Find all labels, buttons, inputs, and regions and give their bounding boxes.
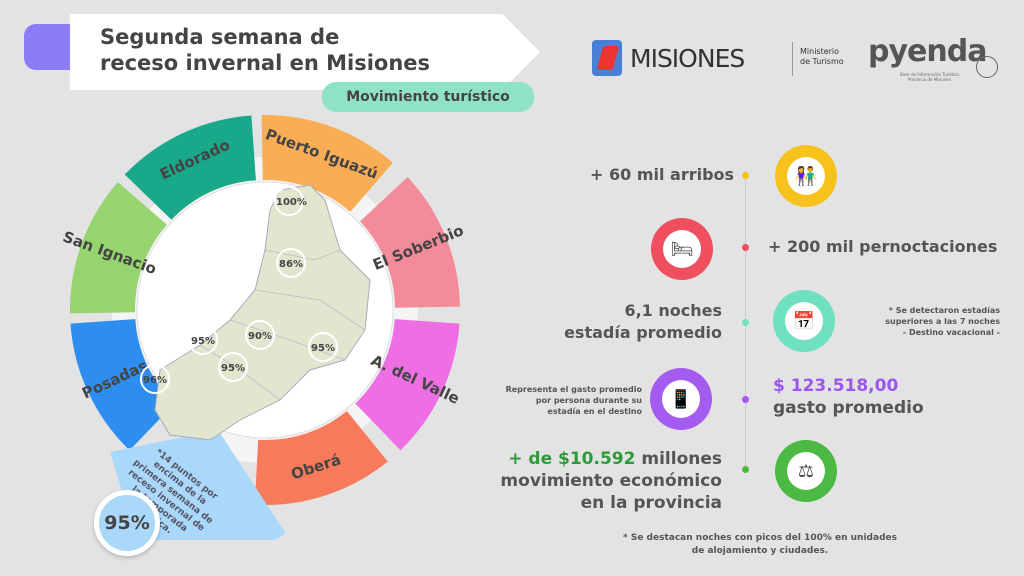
calendar-icon-badge: 📅 xyxy=(773,290,835,352)
movimiento-value: + de $10.592 xyxy=(508,449,636,469)
globe-icon xyxy=(976,56,998,78)
footer-note: * Se destacan noches con picos del 100% … xyxy=(600,532,920,558)
travelers-icon: 👫 xyxy=(787,157,825,195)
wheel-segment xyxy=(261,115,393,212)
timeline-dot xyxy=(742,172,749,179)
pct-san-ignacio: 95% xyxy=(188,325,218,355)
gasto-note-2: por persona durante su xyxy=(535,396,642,405)
gasto-note: Representa el gasto promedio por persona … xyxy=(500,384,642,417)
wheel-segment xyxy=(70,182,167,314)
stat-arribos: + 60 mil arribos xyxy=(590,165,735,184)
pct-posadas: 96% xyxy=(140,364,170,394)
gasto-label: gasto promedio xyxy=(773,398,924,418)
bed-icon: 🛏 xyxy=(663,230,701,268)
pyenda-sub-2: Provincia de Misiones xyxy=(907,77,951,82)
wheel-segment xyxy=(360,177,460,308)
noches-note-3: - Destino vacacional - xyxy=(902,328,1000,337)
bed-icon-badge: 🛏 xyxy=(651,218,713,280)
ministerio-line-2: de Turismo xyxy=(800,57,844,66)
pyenda-logo: pyenda xyxy=(868,34,987,69)
misiones-map xyxy=(154,184,371,441)
map-shape xyxy=(154,184,371,441)
footer-line-1: * Se destacan noches con picos del 100% … xyxy=(623,533,897,543)
logo-divider xyxy=(792,42,793,76)
noches-note-2: superiores a las 7 noches xyxy=(885,317,1000,326)
wallet-icon-badge: 📱 xyxy=(650,368,712,430)
stat-noches: 6,1 noches estadía promedio xyxy=(560,300,722,344)
misiones-logo-icon xyxy=(592,40,622,76)
wheel-segment xyxy=(70,319,175,451)
misiones-logo-text: MISIONES xyxy=(630,44,745,73)
travelers-icon-badge: 👫 xyxy=(775,145,837,207)
map-borders xyxy=(199,249,366,401)
pyenda-sub-1: Base de Información Turística xyxy=(900,72,959,77)
pct-a-del-valle: 90% xyxy=(245,320,275,350)
wallet-icon: 📱 xyxy=(662,380,700,418)
noches-value: 6,1 noches xyxy=(624,301,722,320)
gasto-note-1: Representa el gasto promedio xyxy=(505,385,642,394)
stat-pernoctaciones: + 200 mil pernoctaciones xyxy=(768,237,998,256)
scale-icon: ⚖ xyxy=(787,452,825,490)
movimiento-line-3: en la provincia xyxy=(580,493,722,513)
title-banner xyxy=(70,14,540,90)
movimiento-line-2: movimiento económico xyxy=(500,471,722,491)
movimiento-unit: millones xyxy=(635,449,722,469)
pct-el-soberbio: 95% xyxy=(308,332,338,362)
title-line-1: Segunda semana de xyxy=(100,25,340,49)
calendar-icon: 📅 xyxy=(785,302,823,340)
noches-note: * Se detectaron estadías superiores a las… xyxy=(860,305,1000,338)
wheel-segment xyxy=(124,115,256,220)
noches-label: estadía promedio xyxy=(564,323,722,342)
title-line-2: receso invernal en Misiones xyxy=(100,51,431,75)
pct-puerto-iguazu: 100% xyxy=(274,186,307,216)
gasto-value: $ 123.518,00 xyxy=(773,376,899,396)
overall-occupancy: 95% xyxy=(94,490,160,556)
noches-note-1: * Se detectaron estadías xyxy=(888,306,1000,315)
timeline-dot xyxy=(742,396,749,403)
wheel-segment xyxy=(355,319,460,451)
scale-icon-badge: ⚖ xyxy=(775,440,837,502)
pct-eldorado: 86% xyxy=(276,248,306,278)
stat-movimiento: + de $10.592 millones movimiento económi… xyxy=(480,448,722,514)
timeline-dot xyxy=(742,466,749,473)
timeline-dot xyxy=(742,244,749,251)
timeline-dot xyxy=(742,319,749,326)
footer-line-2: de alojamiento y ciudades. xyxy=(691,546,829,556)
subtitle-badge: Movimiento turístico xyxy=(322,82,534,112)
wheel-segment xyxy=(254,411,388,505)
pct-obera: 95% xyxy=(218,352,248,382)
gasto-note-3: estadía en el destino xyxy=(547,407,642,416)
ministerio-line-1: Ministerio xyxy=(800,47,840,56)
